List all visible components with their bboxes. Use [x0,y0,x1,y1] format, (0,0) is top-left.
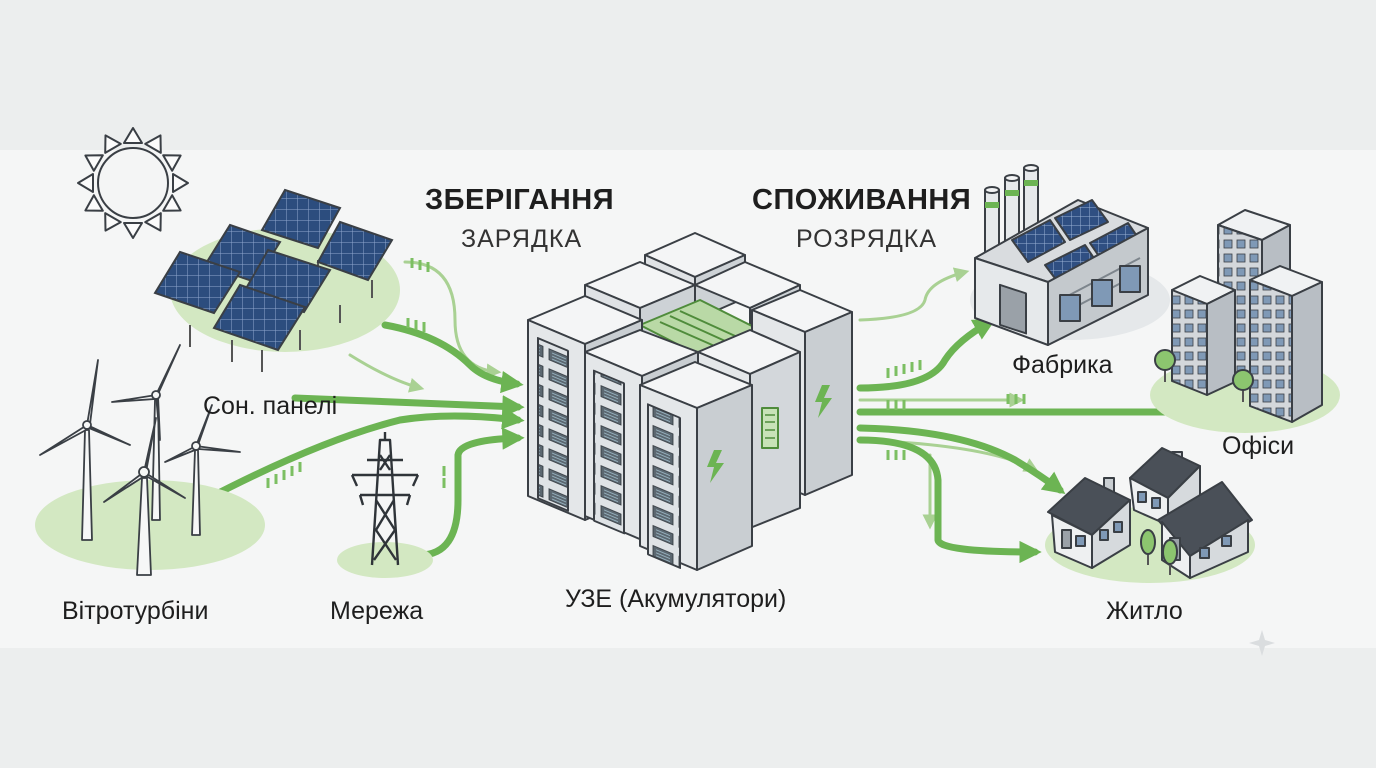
solar-panel [316,220,394,282]
chimney [984,186,1000,261]
battery-cabinet [639,361,753,571]
battery-storage-icon [527,232,853,571]
lightning-icon [707,450,724,483]
factory-label: Фабрика [1012,351,1113,379]
storage-title: ЗБЕРІГАННЯ [425,184,615,216]
solar-farm-icon [153,188,400,372]
factory-icon [970,164,1170,346]
solar-label: Сон. панелі [203,392,338,420]
solar-panel [212,283,307,352]
battery-display [761,407,779,449]
house [1047,477,1131,569]
houses-icon [1045,447,1255,583]
grid-label: Мережа [330,597,424,625]
consumption-title: СПОЖИВАННЯ [752,184,972,216]
power-tower-icon [337,432,433,578]
flow-dashes [266,258,1026,488]
sparkle-icon [1249,630,1275,656]
storage-label: УЗЕ (Акумулятори) [565,585,787,613]
consumption-subtitle: РОЗРЯДКА [796,225,938,253]
solar-panel [153,250,242,315]
offices-label: Офіси [1222,432,1295,460]
sun-icon [77,127,189,239]
flow-arrows [201,260,1205,564]
solar-panel [260,188,342,250]
solar-panel [1054,199,1109,241]
offices-icon [1150,209,1340,433]
wind-label: Вітротурбіни [62,597,209,625]
lightning-icon [815,385,832,418]
wind-turbines-icon [35,344,265,576]
solar-panel [1011,219,1066,263]
storage-subtitle: ЗАРЯДКА [461,225,583,253]
housing-label: Житло [1106,597,1183,625]
